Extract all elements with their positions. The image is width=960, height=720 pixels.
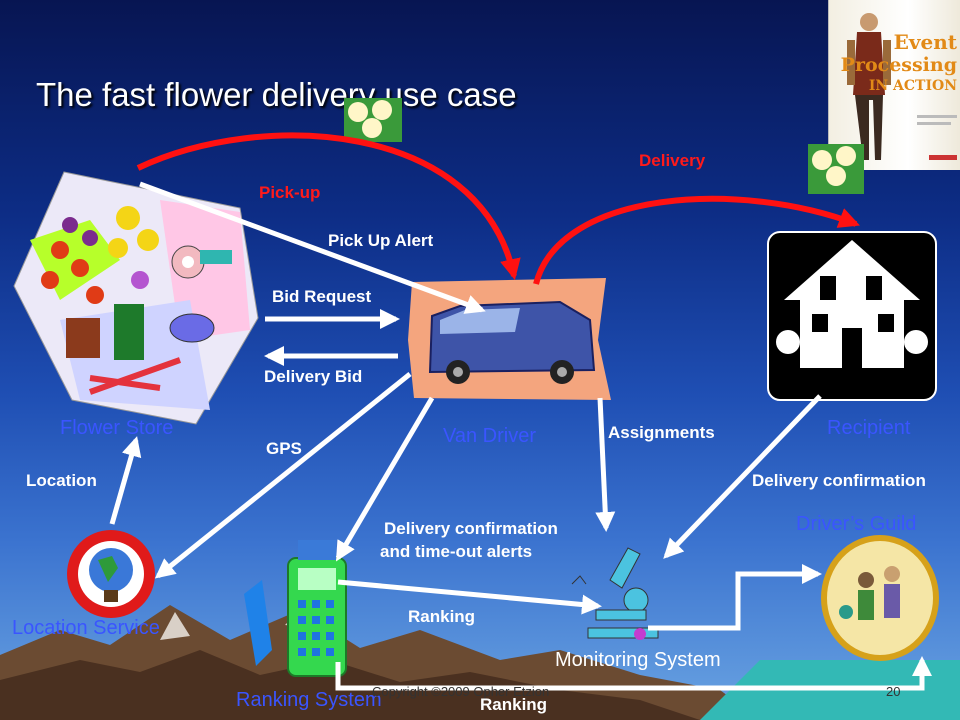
drivers-guild-label: Driver’s Guild bbox=[796, 513, 917, 535]
monitoring-system-label: Monitoring System bbox=[555, 649, 721, 671]
page-number: 20 bbox=[886, 684, 901, 699]
recipient-image bbox=[767, 231, 937, 401]
roses-image bbox=[344, 98, 864, 194]
location-label: Location bbox=[26, 471, 97, 490]
book-figure bbox=[847, 13, 891, 160]
flower-store-image bbox=[13, 171, 259, 425]
assignments-label: Assignments bbox=[608, 423, 715, 442]
pickup-arrow bbox=[136, 132, 521, 281]
location-service-label: Location Service bbox=[12, 617, 160, 639]
ranking-label: Ranking bbox=[408, 607, 476, 626]
copyright-text: Copyright ©2009 Opher Etzion bbox=[372, 684, 550, 699]
monitoring-system-image bbox=[571, 547, 659, 640]
guild-arrow bbox=[648, 564, 822, 631]
bid-request-label: Bid Request bbox=[272, 287, 372, 306]
location-arrow bbox=[109, 436, 142, 525]
gps-arrow bbox=[154, 372, 412, 579]
book-title-2: Processing bbox=[840, 54, 957, 76]
recipient-label: Recipient bbox=[827, 417, 911, 439]
gps-label: GPS bbox=[266, 439, 302, 458]
ranking-arrow bbox=[337, 579, 602, 615]
book-title-1: Event bbox=[893, 30, 957, 54]
van-driver-image bbox=[408, 278, 611, 400]
delivery-bid-label: Delivery Bid bbox=[264, 367, 363, 386]
flower-store-label: Flower Store bbox=[60, 417, 174, 439]
pickup-alert-label: Pick Up Alert bbox=[328, 231, 434, 250]
ranking-bottom-arrow bbox=[335, 656, 932, 691]
confirm-timeout-label-2: and time-out alerts bbox=[380, 542, 533, 561]
drivers-guild-image bbox=[821, 535, 939, 661]
delivery-confirmation-label: Delivery confirmation bbox=[752, 471, 926, 490]
assignments-arrow bbox=[595, 397, 616, 532]
book-title-3: IN ACTION bbox=[868, 78, 957, 94]
pickup-alert-arrow bbox=[139, 181, 486, 314]
delivery-arrow bbox=[533, 195, 860, 285]
ranking-system-image bbox=[244, 540, 347, 677]
location-service-image bbox=[67, 530, 155, 618]
slide-title: The fast flower delivery use case bbox=[36, 76, 517, 113]
ranking-system-label: Ranking System bbox=[236, 689, 382, 711]
van-driver-label: Van Driver bbox=[443, 425, 536, 447]
recipient-confirmation-arrow bbox=[663, 394, 822, 559]
confirm-timeout-label-1: Delivery confirmation bbox=[384, 519, 558, 538]
book-cover: Event Processing IN ACTION bbox=[828, 0, 960, 170]
ranking-bottom-label: Ranking bbox=[480, 695, 548, 714]
confirmation-arrow bbox=[335, 396, 435, 562]
delivery-label: Delivery bbox=[639, 151, 706, 170]
pickup-label: Pick-up bbox=[259, 183, 321, 202]
